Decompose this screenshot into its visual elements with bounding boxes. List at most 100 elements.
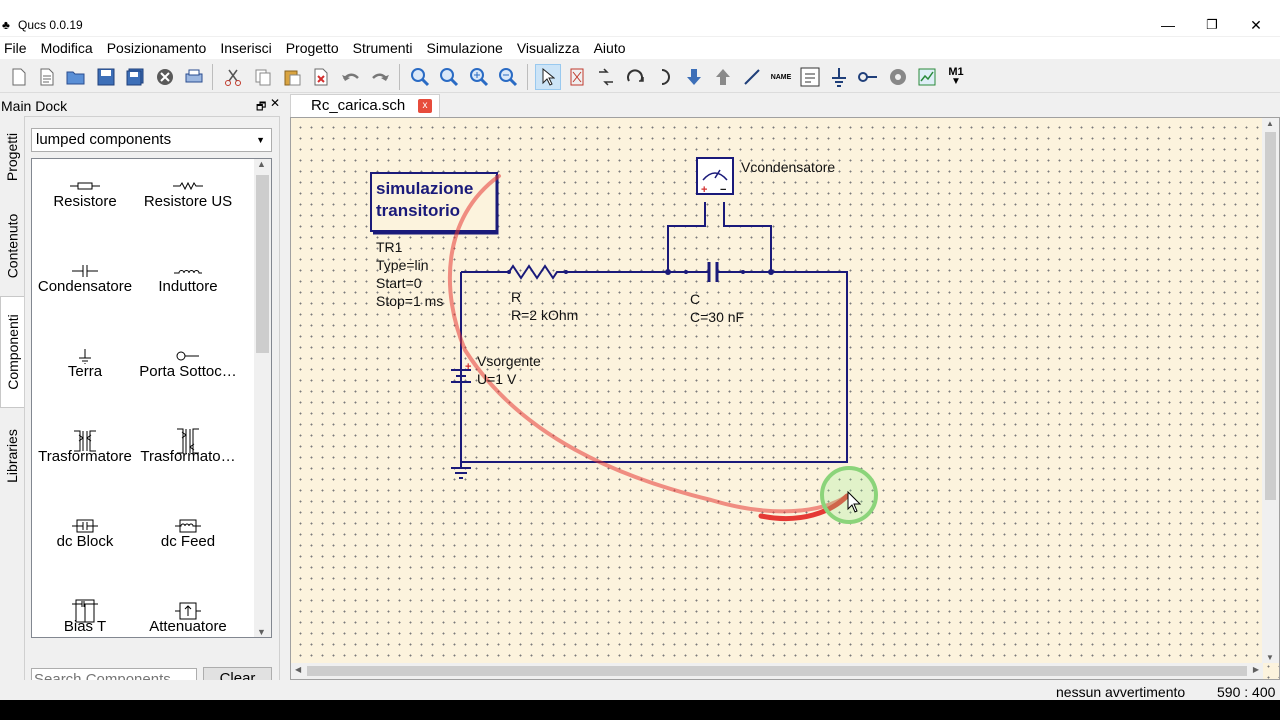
voltmeter-dial — [702, 172, 728, 181]
close-window-button[interactable]: ✕ — [1250, 17, 1262, 33]
simulate-icon[interactable] — [885, 64, 911, 90]
open-icon[interactable] — [63, 64, 89, 90]
marker-arrow: ▼ — [951, 76, 961, 87]
voltmeter-needle — [714, 169, 721, 179]
cut-icon[interactable] — [220, 64, 246, 90]
scroll-left-icon[interactable]: ◀ — [295, 665, 302, 674]
undo-icon[interactable] — [338, 64, 364, 90]
component-induttore[interactable]: Induttore — [135, 252, 241, 337]
restore-button[interactable]: ❐ — [1206, 17, 1218, 32]
component-porta-sottocircuito[interactable]: Porta Sottoc… — [135, 337, 241, 422]
close-file-icon[interactable] — [152, 64, 178, 90]
menu-inserisci[interactable]: Inserisci — [220, 40, 272, 56]
component-condensatore[interactable]: Condensatore — [32, 252, 138, 337]
zoom-fit-icon[interactable] — [407, 64, 433, 90]
marker-icon[interactable]: M1▼ — [943, 64, 969, 90]
select-icon[interactable] — [535, 64, 561, 90]
simulation-box-shadow — [373, 175, 499, 235]
dock-float-icon[interactable]: 🗗 — [256, 101, 267, 113]
copy-icon[interactable] — [250, 64, 276, 90]
schematic-canvas[interactable]: simulazione transitorio TR1 Type=lin Sta… — [290, 117, 1280, 680]
view-data-icon[interactable] — [914, 64, 940, 90]
simulation-box — [370, 172, 498, 232]
voltmeter-minus: − — [720, 184, 727, 196]
equation-icon[interactable] — [797, 64, 823, 90]
resistor-icon — [32, 171, 138, 201]
save-icon[interactable] — [93, 64, 119, 90]
scroll-right-icon[interactable]: ▶ — [1252, 665, 1259, 674]
delete-icon[interactable] — [308, 64, 334, 90]
component-attenuatore[interactable]: Attenuatore — [135, 592, 241, 637]
new-file-icon[interactable] — [6, 64, 32, 90]
ground-icon[interactable] — [826, 64, 852, 90]
component-resistore[interactable]: Resistore — [32, 167, 138, 252]
component-resistore-us[interactable]: Resistore US — [135, 167, 241, 252]
redo-icon[interactable] — [367, 64, 393, 90]
tab-rc-carica[interactable]: Rc_carica.sch x — [290, 94, 440, 117]
down-icon[interactable] — [681, 64, 707, 90]
scroll-up-icon[interactable]: ▲ — [257, 159, 266, 169]
toolbar-separator — [527, 64, 528, 90]
component-terra[interactable]: Terra — [32, 337, 138, 422]
component-dc-block[interactable]: dc Block — [32, 507, 138, 592]
component-list-scrollbar[interactable]: ▲ ▼ — [254, 159, 271, 637]
canvas-vertical-scrollbar[interactable]: ▲ ▼ — [1262, 118, 1279, 663]
zoom-in-icon[interactable] — [466, 64, 492, 90]
tab-libraries[interactable]: Libraries — [4, 429, 21, 483]
main-dock: Main Dock 🗗 ✕ Progetti Contenuto Compone… — [0, 94, 285, 700]
ground-symbol — [451, 462, 471, 479]
menu-simulazione[interactable]: Simulazione — [426, 40, 503, 56]
component-trasformatore-simmetrico[interactable]: Trasformato… — [135, 422, 241, 507]
component-dc-feed[interactable]: dc Feed — [135, 507, 241, 592]
menu-posizionamento[interactable]: Posizionamento — [106, 40, 207, 56]
deactivate-icon[interactable] — [564, 64, 590, 90]
category-select[interactable]: lumped components ▼ — [31, 128, 272, 152]
toolbar: NAME M1▼ — [0, 60, 1280, 93]
wire-icon[interactable] — [739, 64, 765, 90]
voltage-source — [451, 369, 471, 383]
voltmeter-probe — [696, 157, 734, 195]
up-icon[interactable] — [710, 64, 736, 90]
tab-progetti[interactable]: Progetti — [4, 132, 20, 182]
scroll-down-icon[interactable]: ▼ — [257, 627, 266, 637]
menu-visualizza[interactable]: Visualizza — [516, 40, 580, 56]
minimize-button[interactable]: — — [1161, 17, 1175, 33]
component-trasformatore[interactable]: Trasformatore — [32, 422, 138, 507]
menu-file[interactable]: File — [4, 40, 27, 56]
simulation-box-title[interactable]: simulazione transitorio — [376, 179, 474, 220]
print-icon[interactable] — [181, 64, 207, 90]
dock-close-icon[interactable]: ✕ — [270, 96, 281, 110]
menu-progetto[interactable]: Progetto — [285, 40, 339, 56]
menu-modifica[interactable]: Modifica — [40, 40, 93, 56]
zoom-out-icon[interactable] — [495, 64, 521, 90]
mirror-x-icon[interactable] — [593, 64, 619, 90]
save-all-icon[interactable] — [122, 64, 148, 90]
paste-icon[interactable] — [279, 64, 305, 90]
new-text-icon[interactable] — [34, 64, 60, 90]
tab-componenti[interactable]: Componenti — [0, 296, 24, 408]
menu-aiuto[interactable]: Aiuto — [593, 40, 626, 56]
voltmeter-plus: + — [701, 184, 708, 196]
resistor-label: R R=2 kOhm — [511, 289, 579, 323]
source-plus: + — [465, 361, 472, 373]
name-icon[interactable]: NAME — [768, 64, 794, 90]
close-tab-icon[interactable]: x — [418, 99, 432, 113]
menu-strumenti[interactable]: Strumenti — [352, 40, 413, 56]
zoom-selection-icon[interactable] — [436, 64, 462, 90]
capacitor-c — [707, 262, 719, 282]
flip-icon[interactable] — [653, 64, 679, 90]
component-bias-t[interactable]: Bias T — [32, 592, 138, 637]
port-icon[interactable] — [855, 64, 881, 90]
scroll-up-icon[interactable]: ▲ — [1266, 119, 1274, 128]
scroll-down-icon[interactable]: ▼ — [1266, 653, 1274, 662]
scroll-thumb[interactable] — [1265, 132, 1276, 500]
scroll-thumb[interactable] — [307, 666, 1247, 676]
inductor-icon — [135, 256, 241, 286]
mouse-cursor-icon — [847, 490, 862, 513]
scroll-thumb[interactable] — [256, 175, 269, 353]
annotation-stroke — [447, 174, 849, 514]
components-panel: lumped components ▼ Resistore Resistore … — [24, 116, 280, 700]
tab-contenuto[interactable]: Contenuto — [4, 213, 21, 279]
canvas-horizontal-scrollbar[interactable]: ◀ ▶ — [291, 663, 1263, 679]
rotate-icon[interactable] — [622, 64, 648, 90]
